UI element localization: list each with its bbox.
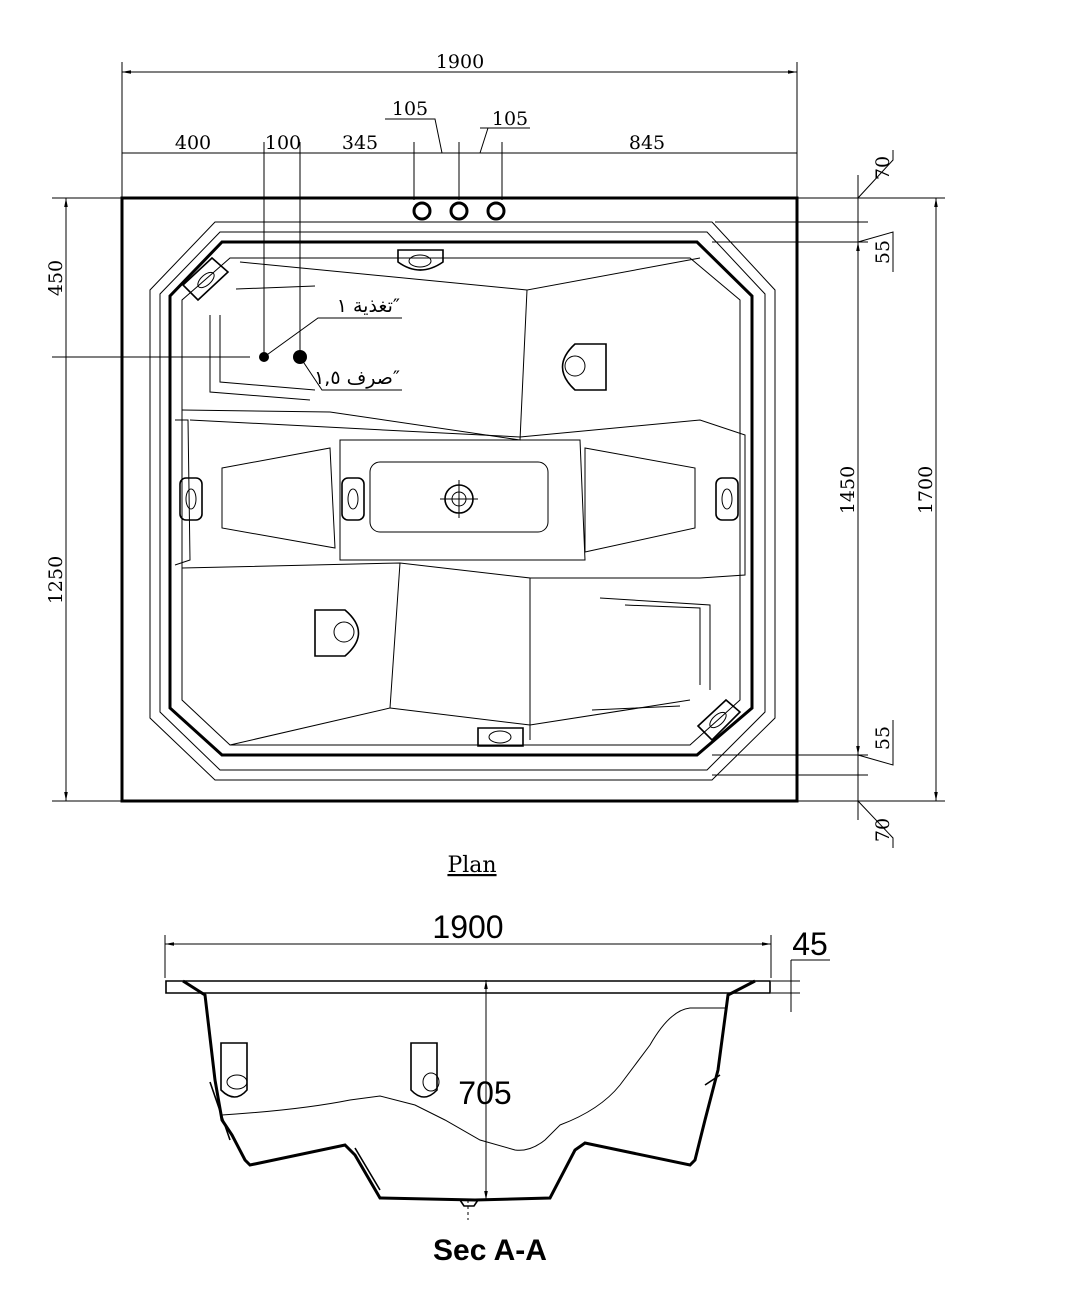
plan-view: تغذية ١″ صرف ١,٥″ 1900 400 100 345 845 1… bbox=[45, 51, 945, 878]
svg-text:1450: 1450 bbox=[837, 466, 859, 514]
svg-text:1250: 1250 bbox=[45, 556, 67, 604]
jet bbox=[314, 609, 360, 657]
section-title: Sec A-A bbox=[433, 1234, 547, 1267]
svg-text:55: 55 bbox=[872, 726, 894, 750]
svg-text:345: 345 bbox=[342, 132, 378, 154]
svg-text:100: 100 bbox=[265, 132, 301, 154]
center-panel bbox=[369, 461, 549, 533]
plan-title: Plan bbox=[447, 853, 496, 878]
supply-note: تغذية ١″ bbox=[337, 295, 400, 317]
jet bbox=[696, 698, 742, 742]
svg-text:845: 845 bbox=[629, 132, 665, 154]
svg-text:1700: 1700 bbox=[915, 466, 937, 514]
jet bbox=[181, 256, 230, 302]
svg-text:70: 70 bbox=[872, 818, 894, 842]
svg-text:70: 70 bbox=[872, 156, 894, 180]
tap-holes bbox=[412, 201, 506, 221]
jet bbox=[561, 343, 607, 391]
svg-text:105: 105 bbox=[492, 108, 528, 130]
dimensions: 1900 400 100 345 845 105 105 450 1250 14… bbox=[45, 51, 945, 848]
svg-text:45: 45 bbox=[792, 926, 828, 962]
svg-text:450: 450 bbox=[45, 260, 67, 296]
drain-note: صرف ١,٥″ bbox=[314, 367, 400, 389]
jet bbox=[179, 477, 203, 521]
rim-outer bbox=[149, 221, 776, 781]
svg-text:400: 400 bbox=[175, 132, 211, 154]
jet bbox=[477, 727, 524, 747]
drain-fitting bbox=[440, 480, 478, 518]
jet bbox=[341, 477, 365, 521]
jet bbox=[715, 477, 739, 521]
svg-text:105: 105 bbox=[392, 98, 428, 120]
basin-outline bbox=[168, 240, 754, 757]
svg-text:1900: 1900 bbox=[432, 909, 503, 945]
svg-text:55: 55 bbox=[872, 240, 894, 264]
jet bbox=[397, 249, 444, 271]
svg-text:705: 705 bbox=[458, 1075, 511, 1111]
section-view: 1900 705 45 Sec A-A bbox=[164, 909, 830, 1267]
svg-text:1900: 1900 bbox=[436, 51, 484, 73]
